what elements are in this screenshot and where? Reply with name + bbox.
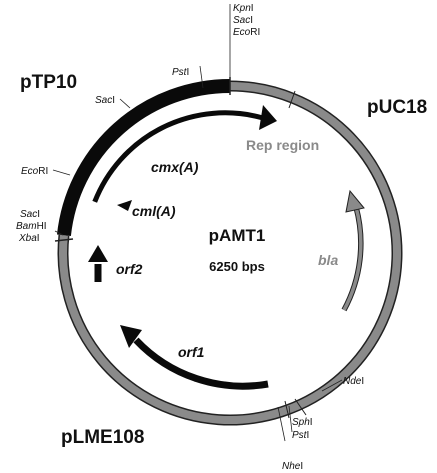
plasmid-name: pAMT1	[209, 226, 266, 245]
site-label-xba: XbaI	[18, 233, 40, 244]
bla-gene-arrow-fill	[342, 206, 363, 311]
leader-sac-bam-xba	[54, 230, 64, 236]
ring-tick-left	[54, 238, 74, 242]
site-leader-lines	[52, 4, 343, 442]
orf2-arrowhead	[88, 245, 108, 262]
site-label-kpn: KpnI	[233, 3, 254, 14]
segment-label-ptp10: pTP10	[20, 72, 77, 93]
gene-label-cmlA: cml(A)	[132, 203, 176, 219]
gene-label-orf1: orf1	[178, 344, 205, 360]
site-label-pst-bottom: PstI	[292, 430, 309, 441]
site-label-pst-top: PstI	[172, 67, 189, 78]
cmxA-arrowhead	[259, 105, 277, 130]
gene-label-cmxA: cmx(A)	[151, 159, 199, 175]
leader-pst-top	[199, 65, 204, 89]
ring-tick-upper-right	[288, 90, 296, 109]
segment-label-puc18: pUC18	[367, 97, 427, 118]
leader-nde	[321, 379, 343, 392]
gene-label-bla: bla	[318, 252, 338, 268]
orf1-arrowhead	[120, 325, 142, 348]
site-label-bam: BamHI	[16, 221, 47, 232]
cmlA-arrow-marker	[117, 200, 132, 211]
leader-sac-left	[119, 98, 131, 109]
segment-label-plme108: pLME108	[61, 427, 144, 448]
leader-ecori-left	[52, 169, 71, 176]
leader-sph-pst	[288, 405, 293, 433]
site-label-nde: NdeI	[343, 376, 364, 387]
site-label-sac-top: SacI	[233, 15, 253, 26]
leader-nhe	[277, 406, 286, 442]
cmxA-gene-arrow	[92, 110, 263, 203]
plasmid-size: 6250 bps	[209, 259, 265, 274]
site-label-nhe: NheI	[282, 461, 303, 472]
orf1-gene-arrow	[133, 337, 269, 390]
bla-arrowhead	[345, 189, 365, 213]
site-label-sac-left: SacI	[95, 95, 115, 106]
ring-tick-lower-right	[294, 398, 307, 416]
rep-region-label: Rep region	[246, 137, 319, 153]
site-label-ecori-top: EcoRI	[233, 27, 260, 38]
plasmid-backbone-ring-fill	[59, 82, 401, 424]
site-label-sph: SphI	[292, 417, 313, 428]
site-label-ecori-left: EcoRI	[21, 166, 48, 177]
gene-label-orf2: orf2	[116, 261, 143, 277]
ptp10-insert-segment	[56, 79, 231, 237]
ring-tick-bottom	[284, 400, 290, 419]
site-label-sac-low: SacI	[20, 209, 40, 220]
